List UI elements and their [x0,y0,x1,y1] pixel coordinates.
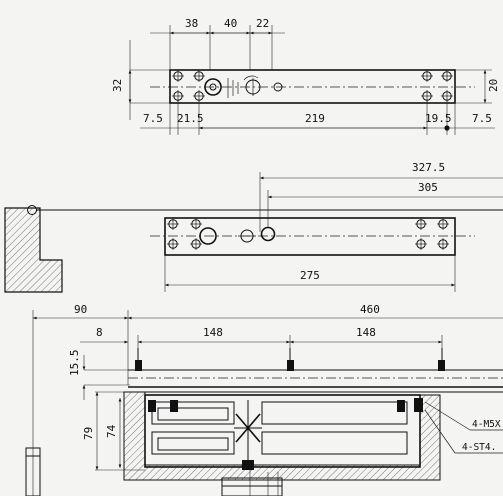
dim-460: 460 [360,303,380,316]
dim-327-5: 327.5 [412,161,445,174]
top-right-holes [421,70,453,102]
dim-74: 74 [105,424,118,438]
dim-7-5-right: 7.5 [472,112,492,125]
dim-15-5: 15.5 [68,350,81,377]
callout-m5-screws: 4-M5X [472,419,501,430]
mid-holes [167,218,449,250]
dim-40: 40 [224,17,237,30]
door-frame-section [4,207,63,293]
section-view: 90 460 8 148 148 15.5 79 7 [25,303,503,496]
closer-body [144,394,421,468]
dim-21-5: 21.5 [177,112,204,125]
dim-148-left: 148 [203,326,223,339]
top-left-holes [172,70,283,102]
dim-90: 90 [74,303,87,316]
mid-view: 327.5 305 275 [4,161,503,293]
callout-st4-screws: 4-ST4. [462,442,496,453]
closer-mechanism [148,398,423,470]
top-plate-outline [169,69,456,104]
section-screws [135,348,445,371]
dim-20: 20 [487,79,500,92]
dim-38: 38 [185,17,198,30]
dim-305: 305 [418,181,438,194]
dim-19-5: 19.5 [425,112,452,125]
dim-79: 79 [82,427,95,440]
dim-219: 219 [305,112,325,125]
dim-275: 275 [300,269,320,282]
dim-32: 32 [111,79,124,92]
dim-8: 8 [96,326,103,339]
dim-7-5-left: 7.5 [143,112,163,125]
top-view: 38 40 22 32 20 7.5 21.5 219 19.5 7.5 [111,17,500,135]
mid-plate-outline [164,217,456,256]
dim-22: 22 [256,17,269,30]
dim-148-right: 148 [356,326,376,339]
